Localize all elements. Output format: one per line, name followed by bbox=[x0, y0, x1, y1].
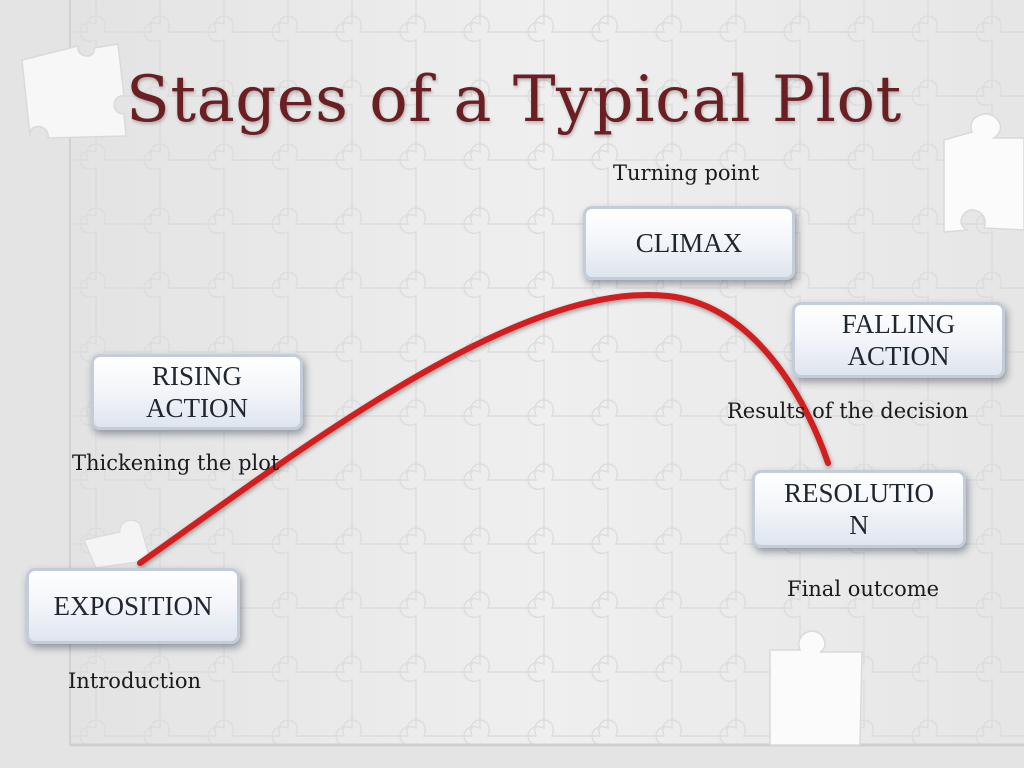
rising-action-label-line2: ACTION bbox=[146, 393, 248, 423]
resolution-label-line2: N bbox=[849, 510, 869, 540]
resolution-label-line1: RESOLUTIO bbox=[784, 478, 934, 508]
page-title: Stages of a Typical Plot bbox=[126, 63, 902, 137]
puzzle-piece-bottom-right bbox=[769, 630, 863, 746]
rising-action-label-line1: RISING bbox=[151, 361, 242, 391]
resolution-caption: Final outcome bbox=[787, 577, 940, 601]
plot-line bbox=[137, 291, 831, 566]
exposition-box: EXPOSITION bbox=[26, 568, 240, 644]
climax-caption: Turning point bbox=[613, 161, 760, 185]
puzzle-piece-right bbox=[943, 113, 1024, 233]
puzzle-piece-small bbox=[83, 519, 151, 569]
rising-action-box: RISING ACTION bbox=[91, 354, 303, 430]
resolution-box: RESOLUTIO N bbox=[752, 470, 966, 548]
falling-action-caption: Results of the decision bbox=[727, 399, 969, 423]
falling-action-label-line1: FALLING bbox=[841, 309, 956, 339]
puzzle-piece-top-left bbox=[21, 43, 127, 139]
climax-box: CLIMAX bbox=[583, 206, 795, 280]
rising-action-caption: Thickening the plot bbox=[72, 451, 280, 475]
falling-action-label-line2: ACTION bbox=[847, 341, 950, 371]
exposition-caption: Introduction bbox=[68, 669, 201, 693]
falling-action-box: FALLING ACTION bbox=[792, 302, 1005, 378]
climax-label: CLIMAX bbox=[635, 228, 743, 258]
exposition-label: EXPOSITION bbox=[53, 591, 213, 621]
